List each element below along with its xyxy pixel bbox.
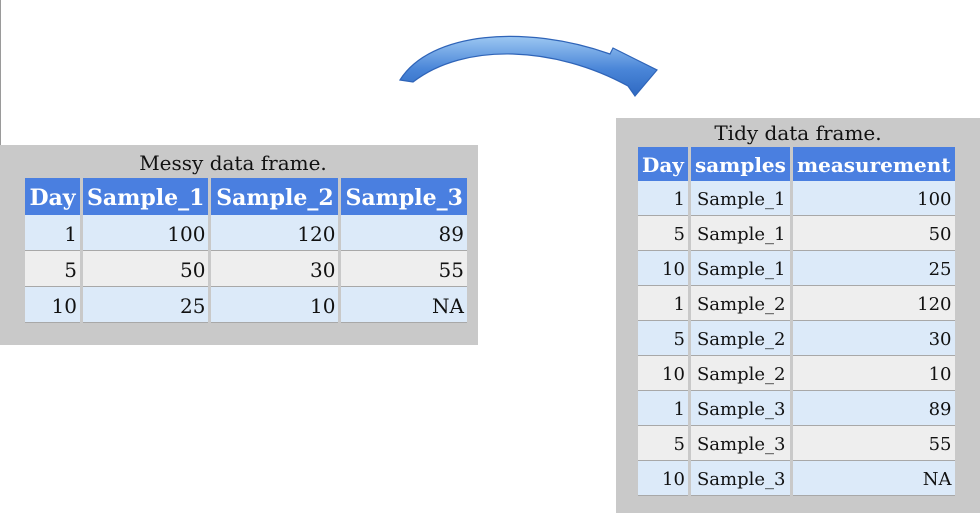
table-cell: 5 xyxy=(638,426,688,461)
table-cell: 120 xyxy=(792,286,955,321)
table-cell: 100 xyxy=(83,215,209,251)
table-cell: 25 xyxy=(792,251,955,286)
table-cell: Sample_1 xyxy=(690,251,790,286)
table-cell: Sample_3 xyxy=(690,426,790,461)
table-row: 1 Sample_1 100 xyxy=(638,181,955,216)
messy-header-sample-3: Sample_3 xyxy=(341,178,467,215)
page-left-border xyxy=(0,0,1,145)
table-cell: Sample_2 xyxy=(690,286,790,321)
table-cell: 10 xyxy=(792,356,955,391)
table-cell: 55 xyxy=(341,251,467,287)
table-cell: 5 xyxy=(638,216,688,251)
table-cell: 30 xyxy=(792,321,955,356)
tidy-header-samples: samples xyxy=(690,147,790,181)
table-cell: NA xyxy=(341,287,467,323)
table-row: 1 100 120 89 xyxy=(25,215,467,251)
table-row: 10 Sample_3 NA xyxy=(638,461,955,496)
messy-header-day: Day xyxy=(25,178,80,215)
table-cell: 1 xyxy=(638,181,688,216)
table-cell: Sample_1 xyxy=(690,181,790,216)
messy-data-table: Day Sample_1 Sample_2 Sample_3 1 100 120… xyxy=(22,178,470,323)
table-row: 1 Sample_3 89 xyxy=(638,391,955,426)
table-cell: 89 xyxy=(792,391,955,426)
tidy-header-measurement: measurement xyxy=(792,147,955,181)
table-cell: Sample_2 xyxy=(690,356,790,391)
table-cell: 100 xyxy=(792,181,955,216)
table-row: 5 Sample_3 55 xyxy=(638,426,955,461)
table-cell: Sample_3 xyxy=(690,461,790,496)
table-cell: 1 xyxy=(25,215,80,251)
table-cell: Sample_2 xyxy=(690,321,790,356)
messy-header-row: Day Sample_1 Sample_2 Sample_3 xyxy=(25,178,467,215)
table-cell: 10 xyxy=(25,287,80,323)
table-cell: 1 xyxy=(638,286,688,321)
table-cell: Sample_3 xyxy=(690,391,790,426)
table-cell: 5 xyxy=(25,251,80,287)
messy-header-sample-2: Sample_2 xyxy=(211,178,339,215)
tidy-data-frame-panel: Tidy data frame. Day samples measurement… xyxy=(616,118,980,513)
table-cell: 10 xyxy=(638,251,688,286)
messy-data-frame-panel: Messy data frame. Day Sample_1 Sample_2 … xyxy=(0,145,478,345)
table-row: 10 Sample_1 25 xyxy=(638,251,955,286)
tidy-header-day: Day xyxy=(638,147,688,181)
table-cell: Sample_1 xyxy=(690,216,790,251)
tidy-data-table: Day samples measurement 1 Sample_1 100 5… xyxy=(635,147,958,496)
table-row: 1 Sample_2 120 xyxy=(638,286,955,321)
table-cell: 30 xyxy=(211,251,339,287)
table-row: 10 Sample_2 10 xyxy=(638,356,955,391)
table-row: 10 25 10 NA xyxy=(25,287,467,323)
table-row: 5 Sample_1 50 xyxy=(638,216,955,251)
table-cell: 55 xyxy=(792,426,955,461)
table-cell: 10 xyxy=(211,287,339,323)
table-cell: 50 xyxy=(83,251,209,287)
curved-arrow-icon xyxy=(399,35,658,97)
table-row: 5 50 30 55 xyxy=(25,251,467,287)
table-row: 5 Sample_2 30 xyxy=(638,321,955,356)
table-cell: NA xyxy=(792,461,955,496)
tidy-data-frame-caption: Tidy data frame. xyxy=(714,121,882,145)
table-cell: 25 xyxy=(83,287,209,323)
tidy-header-row: Day samples measurement xyxy=(638,147,955,181)
messy-data-frame-caption: Messy data frame. xyxy=(139,151,327,175)
table-cell: 1 xyxy=(638,391,688,426)
table-cell: 10 xyxy=(638,461,688,496)
table-cell: 50 xyxy=(792,216,955,251)
table-cell: 10 xyxy=(638,356,688,391)
table-cell: 89 xyxy=(341,215,467,251)
table-cell: 5 xyxy=(638,321,688,356)
messy-header-sample-1: Sample_1 xyxy=(83,178,209,215)
table-cell: 120 xyxy=(211,215,339,251)
